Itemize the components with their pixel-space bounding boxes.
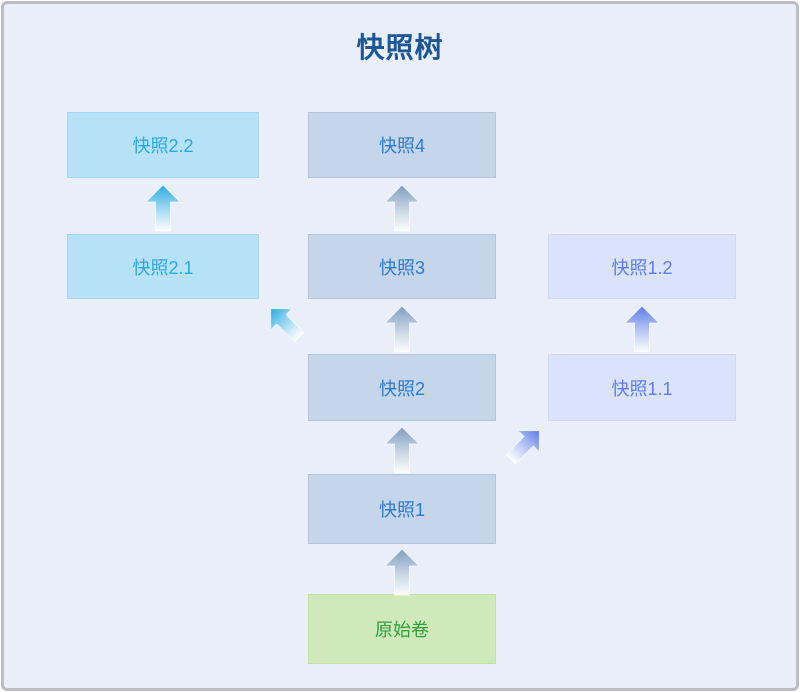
node-origin-volume: 原始卷 bbox=[308, 594, 496, 664]
node-snapshot-1-label: 快照1 bbox=[378, 500, 425, 520]
node-snapshot-1-2-label: 快照1.2 bbox=[611, 257, 673, 278]
node-origin-volume-label: 原始卷 bbox=[375, 620, 429, 640]
node-snapshot-3: 快照3 bbox=[308, 234, 496, 299]
arrow-snapshot2-to-snapshot3-icon bbox=[384, 305, 420, 353]
node-snapshot-2: 快照2 bbox=[308, 354, 496, 421]
arrow-origin-to-snapshot1-icon bbox=[384, 548, 420, 596]
node-snapshot-2-2: 快照2.2 bbox=[67, 112, 259, 178]
node-snapshot-1: 快照1 bbox=[308, 474, 496, 544]
node-snapshot-3-label: 快照3 bbox=[378, 257, 425, 278]
node-snapshot-4: 快照4 bbox=[308, 112, 496, 178]
arrow-snapshot1-to-snapshot2-icon bbox=[384, 426, 420, 474]
node-snapshot-2-1: 快照2.1 bbox=[67, 234, 259, 299]
node-snapshot-1-2: 快照1.2 bbox=[548, 234, 736, 299]
node-snapshot-1-1: 快照1.1 bbox=[548, 354, 736, 421]
node-snapshot-2-label: 快照2 bbox=[378, 378, 425, 399]
arrow-snapshot21-to-snapshot22-icon bbox=[145, 184, 181, 232]
arrow-snapshot2-to-snapshot21-icon bbox=[270, 308, 305, 343]
node-snapshot-1-1-label: 快照1.1 bbox=[611, 378, 673, 399]
node-snapshot-2-1-label: 快照2.1 bbox=[132, 257, 194, 278]
arrow-snapshot3-to-snapshot4-icon bbox=[384, 184, 420, 232]
node-snapshot-2-2-label: 快照2.2 bbox=[132, 136, 194, 156]
diagram-title: 快照树 bbox=[356, 32, 444, 63]
arrow-snapshot11-to-snapshot12-icon bbox=[624, 305, 660, 353]
arrow-snapshot1-to-snapshot11-icon bbox=[505, 430, 540, 465]
node-snapshot-4-label: 快照4 bbox=[378, 136, 425, 156]
